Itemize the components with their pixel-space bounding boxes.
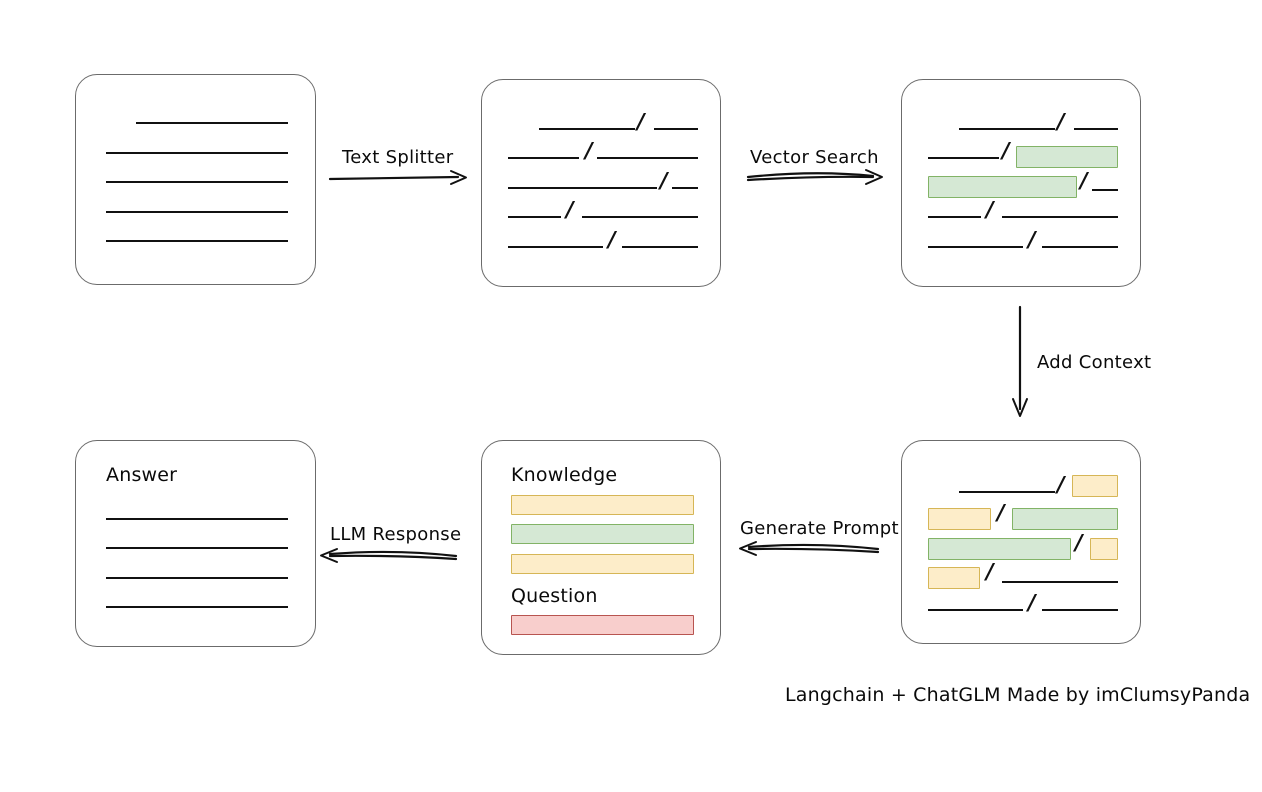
knowledge-bar	[511, 524, 694, 544]
context-chunk-highlight	[1072, 475, 1118, 497]
chunk-separator: /	[1075, 530, 1083, 555]
answer-line	[106, 518, 288, 520]
vector-matched-chunks-box[interactable]: / / / / /	[901, 79, 1141, 287]
chunk-line	[1074, 128, 1118, 130]
chunk-separator: /	[585, 138, 593, 163]
chunk-separator: /	[1080, 168, 1088, 193]
document-line	[106, 211, 288, 213]
chunk-line	[597, 157, 698, 159]
prompt-box[interactable]: Knowledge Question	[481, 440, 721, 655]
chunk-line	[508, 216, 561, 218]
answer-line	[106, 547, 288, 549]
edge-label-llm-response: LLM Response	[330, 524, 462, 545]
vector-search-arrow	[746, 169, 883, 185]
question-bar	[511, 615, 694, 635]
matched-chunk-highlight	[1012, 508, 1118, 530]
knowledge-bar	[511, 554, 694, 574]
chunk-line	[1092, 189, 1118, 191]
chunk-line	[928, 216, 981, 218]
chunk-separator: /	[1028, 590, 1036, 615]
matched-chunk-highlight	[1016, 146, 1118, 168]
chunk-line	[959, 128, 1055, 130]
chunk-line	[582, 216, 698, 218]
source-document-box[interactable]	[75, 74, 316, 285]
chunk-separator: /	[1002, 138, 1010, 163]
answer-label: Answer	[106, 464, 178, 486]
chunk-separator: /	[997, 500, 1005, 525]
generate-prompt-arrow	[739, 541, 880, 556]
context-chunk-highlight	[928, 508, 991, 530]
chunk-line	[1042, 609, 1118, 611]
edge-label-vector-search: Vector Search	[750, 147, 879, 168]
chunk-line	[508, 157, 579, 159]
context-chunk-highlight	[1090, 538, 1118, 560]
chunk-line	[959, 491, 1055, 493]
text-splitter-arrow	[328, 170, 467, 185]
chunk-line	[508, 187, 657, 189]
answer-line	[106, 577, 288, 579]
chunk-separator: /	[660, 168, 668, 193]
document-line	[136, 122, 288, 124]
matched-chunk-highlight	[928, 176, 1077, 198]
knowledge-bar	[511, 495, 694, 515]
chunk-line	[508, 246, 603, 248]
attribution-note: Langchain + ChatGLM Made by imClumsyPand…	[785, 684, 1251, 706]
chunk-separator: /	[986, 559, 994, 584]
chunk-line	[928, 157, 999, 159]
chunk-line	[928, 246, 1023, 248]
edge-label-generate-prompt: Generate Prompt	[740, 518, 899, 539]
answer-box[interactable]: Answer	[75, 440, 316, 647]
document-line	[106, 240, 288, 242]
edge-label-add-context: Add Context	[1037, 352, 1152, 373]
chunk-separator: /	[637, 109, 645, 134]
chunk-line	[672, 187, 698, 189]
chunk-separator: /	[1057, 472, 1065, 497]
chunk-line	[1042, 246, 1118, 248]
context-chunk-highlight	[928, 567, 980, 589]
chunk-line	[654, 128, 698, 130]
add-context-arrow	[1012, 305, 1028, 417]
document-line	[106, 152, 288, 154]
chunk-separator: /	[566, 197, 574, 222]
knowledge-label: Knowledge	[511, 464, 618, 486]
llm-response-arrow	[320, 548, 458, 563]
chunk-separator: /	[986, 197, 994, 222]
chunk-separator: /	[1028, 227, 1036, 252]
chunk-line	[1002, 581, 1118, 583]
context-chunks-box[interactable]: / / / / /	[901, 440, 1141, 644]
chunk-line	[928, 609, 1023, 611]
chunk-line	[539, 128, 635, 130]
question-label: Question	[511, 585, 598, 607]
chunk-line	[622, 246, 698, 248]
document-line	[106, 181, 288, 183]
answer-line	[106, 606, 288, 608]
matched-chunk-highlight	[928, 538, 1071, 560]
chunk-line	[1002, 216, 1118, 218]
split-chunks-box[interactable]: / / / / /	[481, 79, 721, 287]
chunk-separator: /	[608, 227, 616, 252]
chunk-separator: /	[1057, 109, 1065, 134]
edge-label-text-splitter: Text Splitter	[342, 147, 454, 168]
